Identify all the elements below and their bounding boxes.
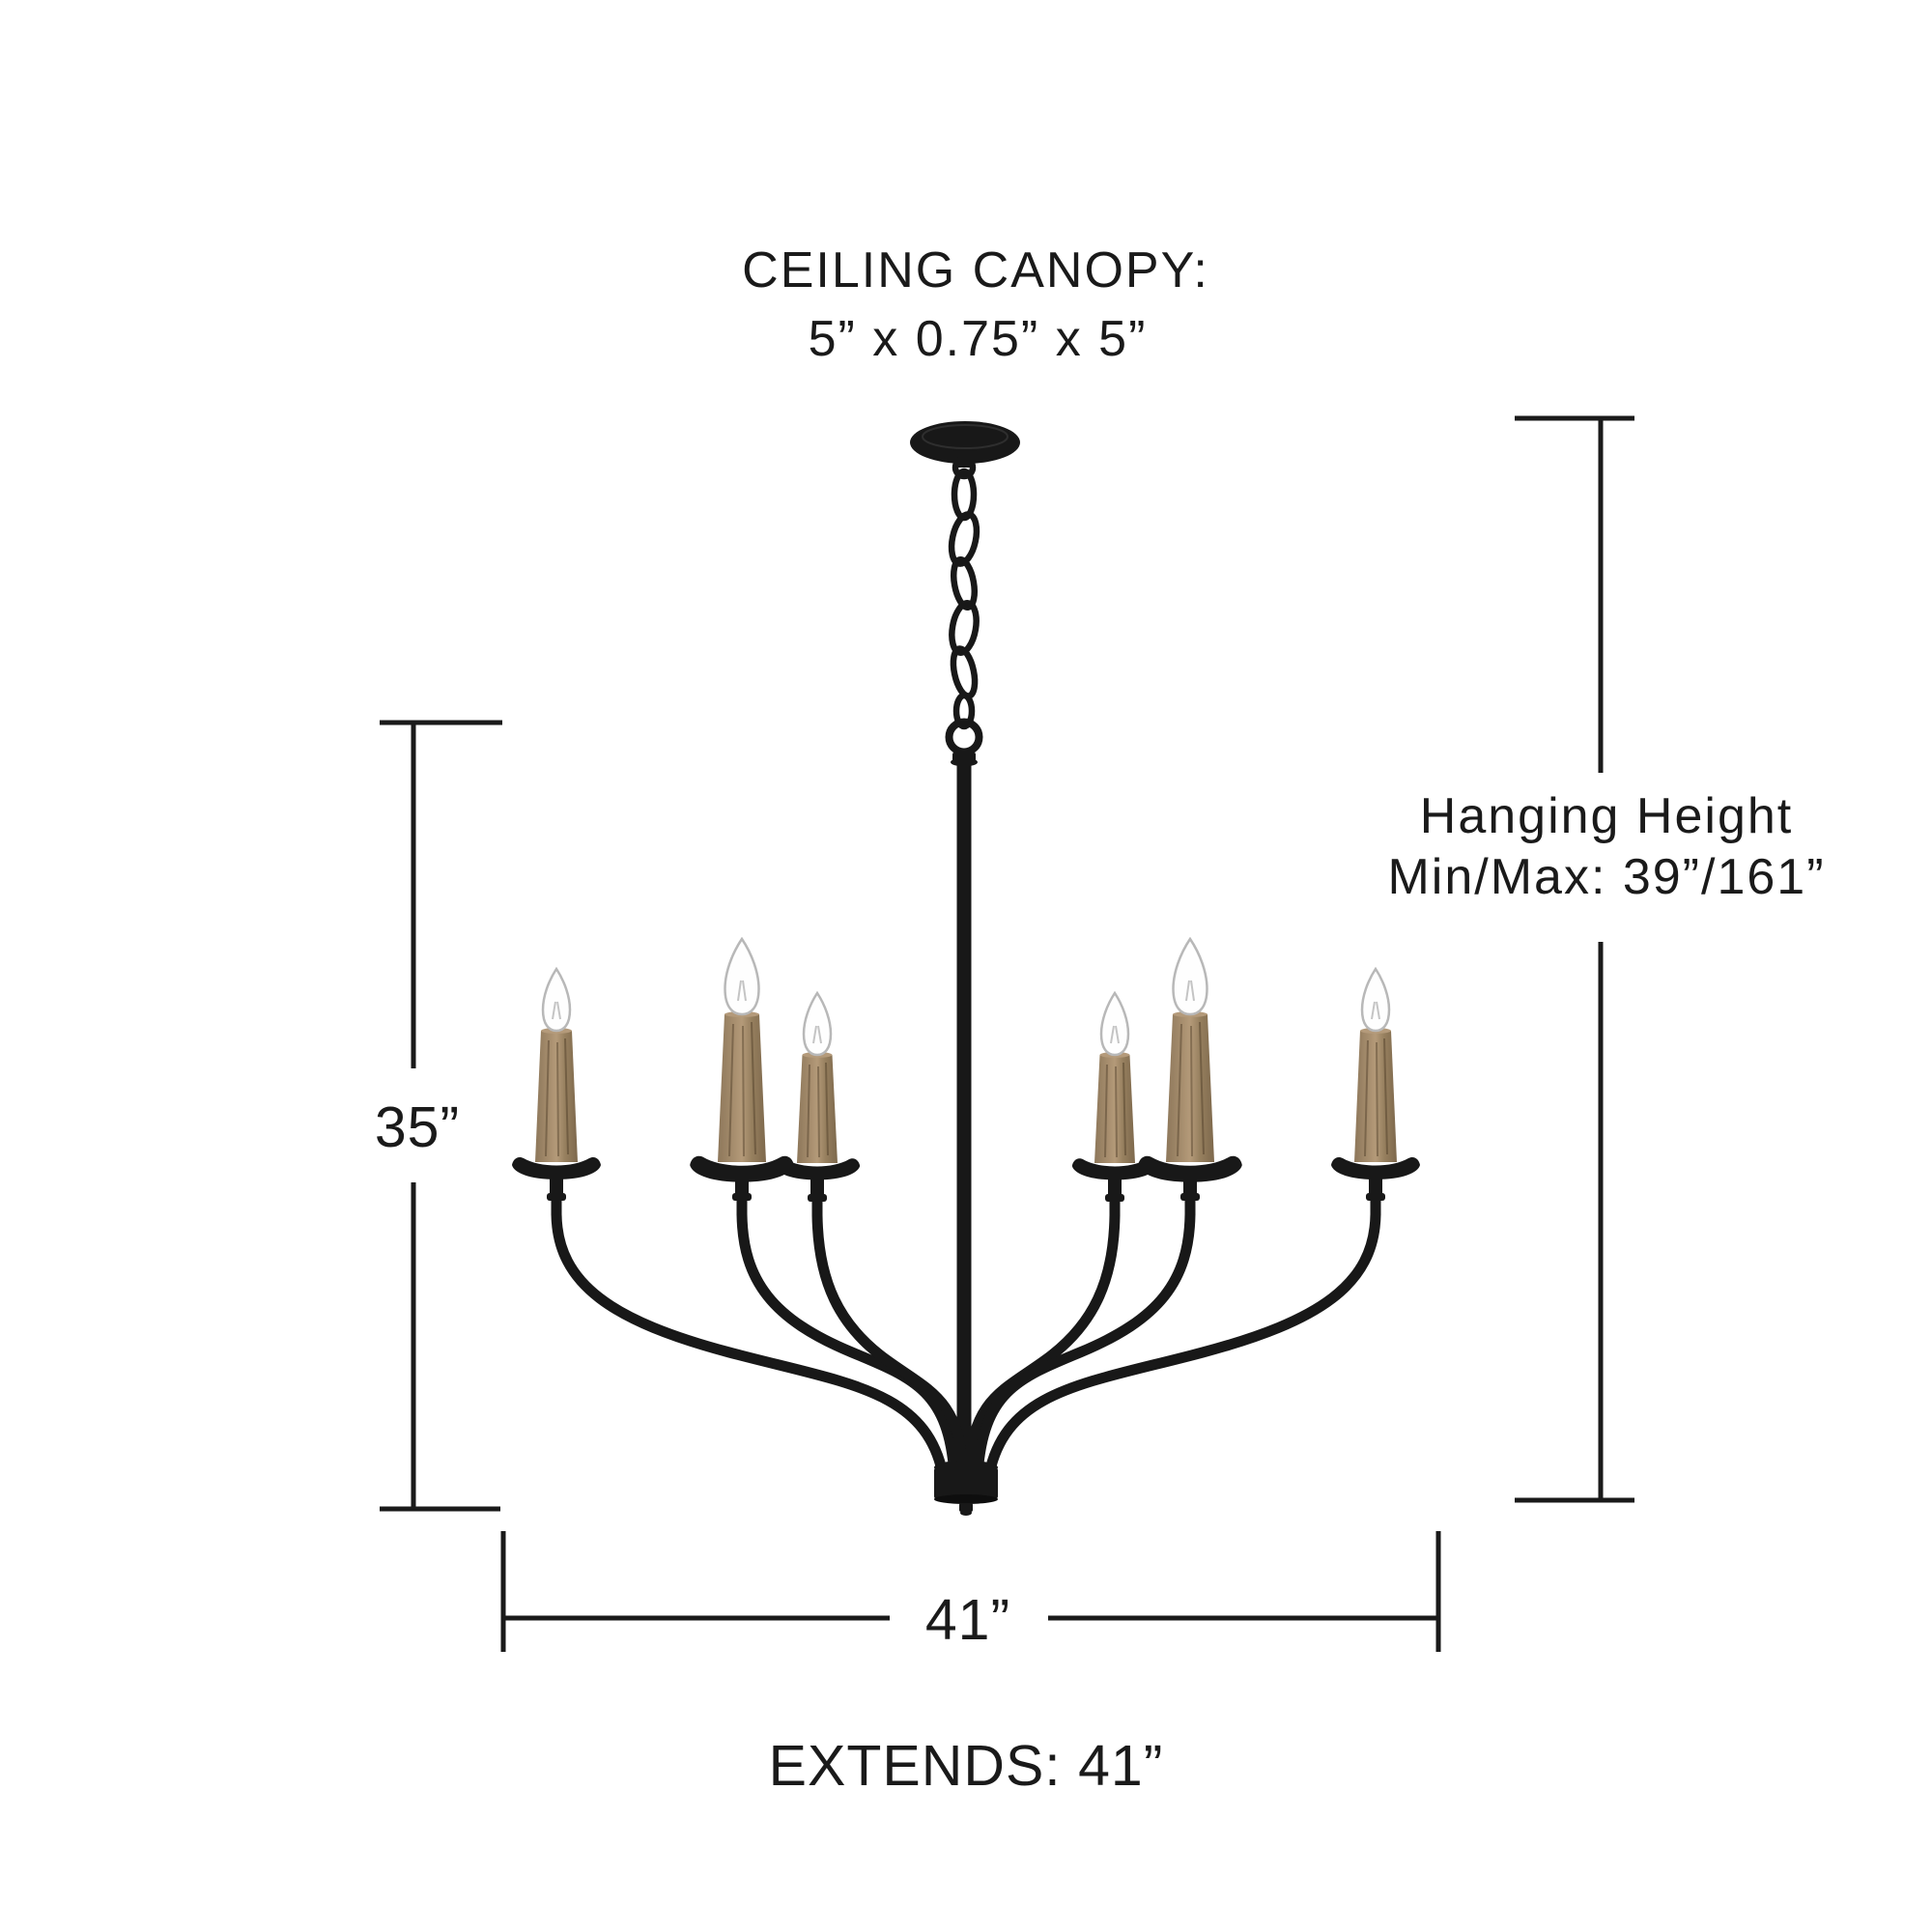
ceiling-canopy-label-line1: CEILING CANOPY:: [742, 242, 1209, 298]
candle-collar: [732, 1193, 752, 1201]
bobeche: [690, 1155, 794, 1182]
candle-neck: [811, 1202, 823, 1216]
width-dimension: 41”: [500, 1531, 1441, 1652]
candle-6: [1331, 966, 1420, 1215]
hanging-height-label-line1: Hanging Height: [1420, 788, 1793, 844]
height-dim-label: 35”: [375, 1095, 460, 1159]
bobeche: [1331, 1156, 1420, 1179]
candle-collar: [808, 1194, 827, 1202]
finial-ring: [945, 718, 983, 756]
hanging-chain: [948, 455, 980, 730]
bulb-filament: [1110, 1025, 1120, 1044]
wood-candle-sleeve: [535, 1031, 578, 1162]
candelabra-bulb: [724, 936, 760, 1016]
candelabra-bulb: [1172, 936, 1208, 1016]
bulb-filament: [1371, 1001, 1380, 1020]
candle-collar: [547, 1193, 566, 1201]
candle-socket: [1369, 1177, 1382, 1193]
candle-4: [1071, 990, 1158, 1216]
chain-connector-loop: [952, 455, 977, 480]
candle-neck: [1370, 1201, 1381, 1215]
wood-candle-sleeve: [1094, 1055, 1135, 1163]
arm-3: [811, 1209, 969, 1480]
canopy-disk: [910, 421, 1020, 464]
bulb-filament: [552, 1001, 561, 1020]
arm-1: [551, 1208, 949, 1480]
candle-collar: [1180, 1193, 1200, 1201]
hub-finial-nub: [959, 1503, 973, 1512]
hub-body: [934, 1467, 998, 1499]
extends-label: EXTENDS: 41”: [769, 1734, 1164, 1798]
candle-2: [690, 936, 794, 1215]
wood-candle-sleeve: [718, 1014, 766, 1162]
candle-5: [1138, 936, 1242, 1215]
hub-finial-tip: [960, 1510, 972, 1516]
candle-collar: [1366, 1193, 1385, 1201]
center-rod: [956, 764, 972, 1468]
bobeche: [1138, 1155, 1242, 1182]
wood-grain: [807, 1062, 829, 1158]
arm-2: [736, 1208, 960, 1480]
candle-socket: [810, 1178, 824, 1194]
bulb-filament: [812, 1025, 822, 1044]
candle-neck: [551, 1201, 562, 1215]
candle-collar: [1105, 1194, 1124, 1202]
width-dim-label: 41”: [925, 1588, 1010, 1652]
bobeche: [512, 1156, 601, 1179]
chain-link: [950, 645, 979, 699]
arm-5: [972, 1208, 1196, 1480]
chain-link: [949, 600, 980, 656]
chain-link: [952, 692, 976, 730]
bottom-hub: [934, 1461, 998, 1516]
candle-neck: [1184, 1201, 1196, 1215]
candelabra-bulb: [1099, 990, 1130, 1057]
hanging-height-dimension: Hanging Height Min/Max: 39”/161”: [1387, 415, 1825, 1503]
canopy-edge-highlight: [922, 424, 1009, 449]
bulb-filament: [1185, 980, 1195, 1002]
wood-grain: [1177, 1021, 1205, 1157]
hub-bottom: [934, 1494, 998, 1504]
bulb-filament: [737, 980, 747, 1002]
wood-grain: [1364, 1037, 1388, 1157]
wood-candle-sleeve: [1166, 1014, 1214, 1162]
candle-neck: [736, 1201, 748, 1215]
height-dimension: 35”: [375, 720, 502, 1512]
arms: [551, 1208, 1381, 1480]
candle-neck: [1109, 1202, 1121, 1216]
candelabra-bulb: [1360, 966, 1391, 1033]
candelabra-bulb: [802, 990, 833, 1057]
arm-4: [963, 1209, 1121, 1480]
chain-link: [950, 556, 979, 611]
candle-3: [774, 990, 861, 1216]
ceiling-canopy-label-line2: 5” x 0.75” x 5”: [809, 311, 1148, 367]
candle-socket: [550, 1177, 563, 1193]
stem-assembly: [945, 718, 983, 1468]
bobeche: [1071, 1158, 1158, 1180]
wood-candle-sleeve: [797, 1055, 838, 1163]
candle-1: [512, 966, 601, 1215]
wood-grain: [728, 1021, 756, 1157]
candle-socket: [1108, 1178, 1122, 1194]
bobeche: [774, 1158, 861, 1180]
candelabra-bulb: [541, 966, 572, 1033]
wood-grain: [545, 1037, 569, 1157]
hanging-height-label-line2: Min/Max: 39”/161”: [1387, 849, 1825, 905]
wood-candle-sleeve: [1354, 1031, 1397, 1162]
arm-6: [983, 1208, 1381, 1480]
chandelier: [512, 421, 1420, 1516]
wood-grain: [1104, 1062, 1126, 1158]
